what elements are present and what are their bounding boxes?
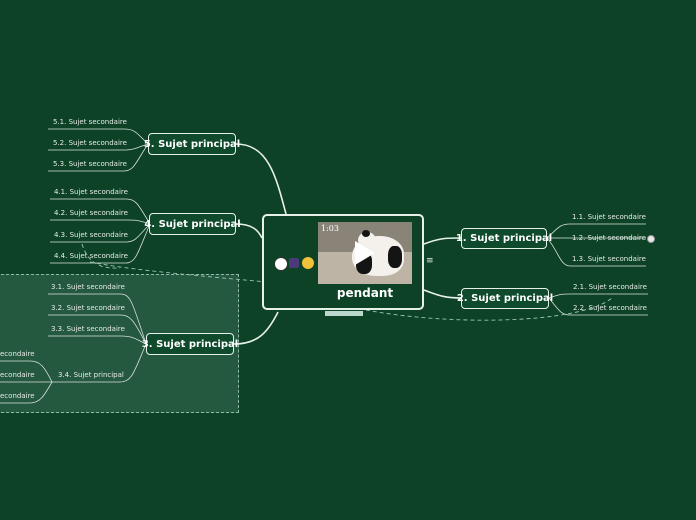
subtopic-4-1[interactable]: 4.1. Sujet secondaire: [54, 188, 128, 196]
panda-leg: [388, 246, 402, 268]
relationship-line-2: [81, 243, 121, 269]
central-topic-label: pendant: [336, 286, 394, 300]
video-thumbnail[interactable]: 1:03: [318, 222, 412, 284]
subtopic-3-4[interactable]: 3.4. Sujet principal: [58, 371, 124, 379]
panda-ear: [362, 230, 370, 237]
branch-t1: [423, 237, 463, 245]
branch-t3: [233, 311, 279, 345]
subtopic-1-1[interactable]: 1.1. Sujet secondaire: [572, 213, 646, 221]
subtopic-3-1[interactable]: 3.1. Sujet secondaire: [51, 283, 125, 291]
subtopic-4-2[interactable]: 4.2. Sujet secondaire: [54, 209, 128, 217]
video-duration: 1:03: [321, 224, 339, 233]
subtopic-5-1[interactable]: 5.1. Sujet secondaire: [53, 118, 127, 126]
branch-t4: [235, 223, 263, 239]
subtopic-2-1[interactable]: 2.1. Sujet secondaire: [573, 283, 647, 291]
subtopic-5-2[interactable]: 5.2. Sujet secondaire: [53, 139, 127, 147]
subtopic-2-2[interactable]: 2.2. Sujet secondaire: [573, 304, 647, 312]
relationship-line-1: [89, 261, 291, 285]
topic-2[interactable]: 2. Sujet principal: [457, 288, 553, 309]
subtopic-3-4-2[interactable]: econdaire: [0, 371, 35, 379]
topic-4[interactable]: 4. Sujet principal: [144, 213, 241, 235]
subtopic-4-4[interactable]: 4.4. Sujet secondaire: [54, 252, 128, 260]
subtopic-3-3[interactable]: 3.3. Sujet secondaire: [51, 325, 125, 333]
topic-4-label: 4. Sujet principal: [144, 218, 241, 230]
topic-5-label: 5. Sujet principal: [143, 138, 241, 150]
marker-icon: [647, 235, 655, 243]
subtopic-3-4-3[interactable]: econdaire: [0, 392, 35, 400]
play-icon[interactable]: [355, 241, 375, 265]
topic-2-label: 2. Sujet principal: [456, 293, 554, 304]
branch-t5: [235, 143, 287, 215]
topic-5[interactable]: 5. Sujet principal: [144, 133, 240, 155]
crying-face-emoji-icon: [302, 257, 314, 269]
menu-icon[interactable]: ≡: [426, 256, 434, 266]
branch-t2: [423, 289, 463, 299]
subtopic-1-2[interactable]: 1.2. Sujet secondaire: [572, 234, 646, 242]
panda-emoji-icon: [274, 257, 288, 271]
flag-emoji-icon: [289, 258, 299, 268]
topic-3-label: 3. Sujet principal: [141, 338, 239, 350]
subtopic-1-3[interactable]: 1.3. Sujet secondaire: [572, 255, 646, 263]
subtopic-3-2[interactable]: 3.2. Sujet secondaire: [51, 304, 125, 312]
topic-1-label: 1. Sujet principal: [455, 233, 553, 244]
subtopic-5-3[interactable]: 5.3. Sujet secondaire: [53, 160, 127, 168]
topic-1[interactable]: 1. Sujet principal: [456, 228, 552, 249]
relationship-line-3: [365, 297, 613, 321]
central-topic-bar: [325, 311, 363, 316]
topic-3[interactable]: 3. Sujet principal: [142, 333, 238, 355]
subtopic-4-3[interactable]: 4.3. Sujet secondaire: [54, 231, 128, 239]
subtopic-3-4-1[interactable]: econdaire: [0, 350, 35, 358]
